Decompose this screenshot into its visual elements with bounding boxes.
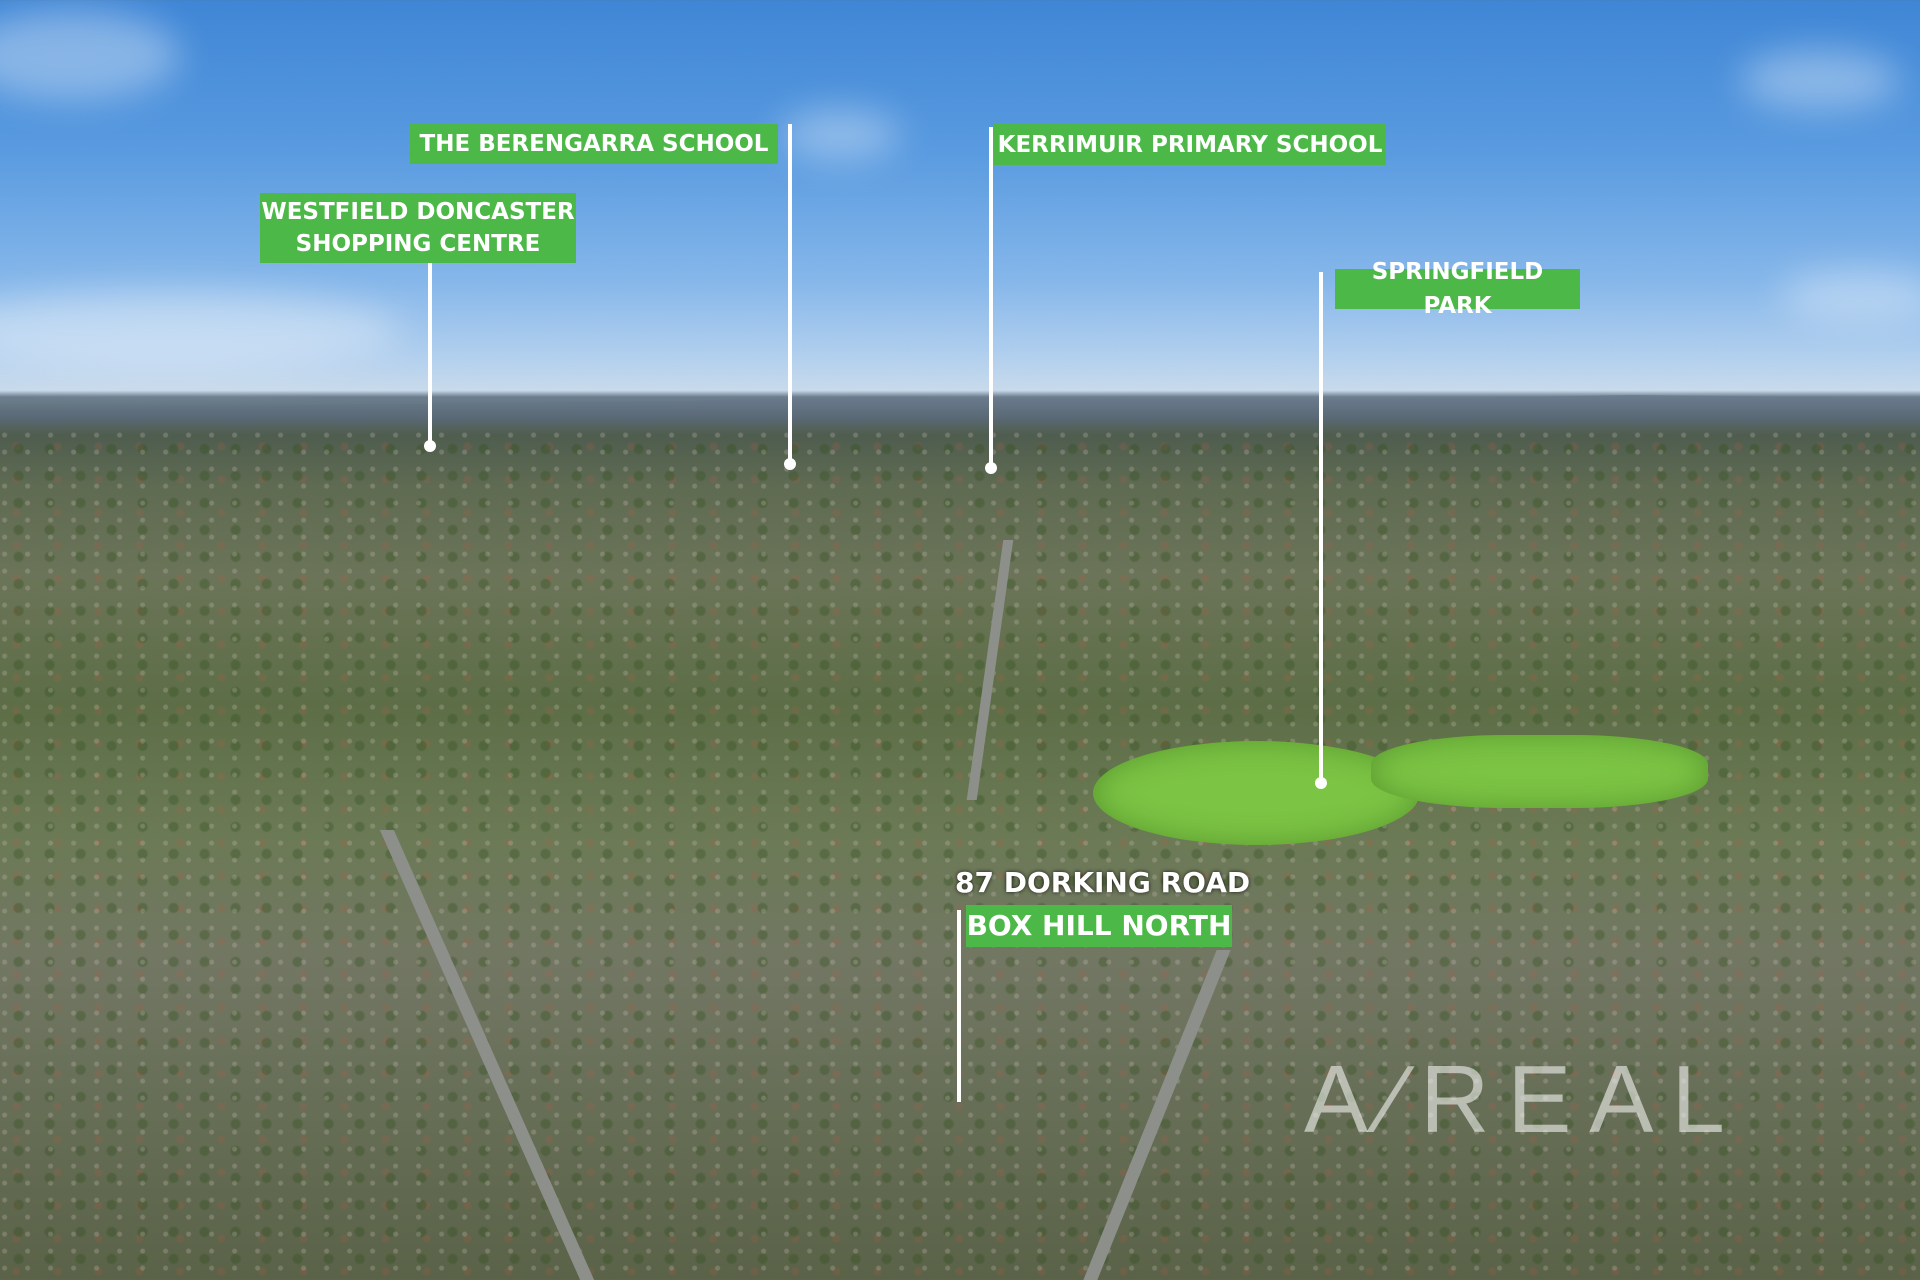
property-address: 87 DORKING ROAD [955,866,1251,899]
cloud [1780,270,1920,320]
suburb-texture [0,430,1920,1280]
label-springfield-park: SPRINGFIELD PARK [1335,259,1580,319]
distant-hills [0,395,1920,422]
label-line-2: SHOPPING CENTRE [295,231,541,257]
pointer-line [989,127,993,469]
label-line-1: WESTFIELD DONCASTER [261,199,575,225]
label-kerrimuir-primary: KERRIMUIR PRIMARY SCHOOL [994,124,1386,165]
pointer-line [1319,272,1323,784]
pointer-line [788,124,792,465]
pointer-line [957,910,961,1102]
cloud [0,290,400,370]
pointer-line [428,263,432,447]
label-berengarra-school: THE BERENGARRA SCHOOL [410,124,778,164]
property-suburb-label: BOX HILL NORTH [966,905,1232,947]
pointer-dot [985,462,997,474]
cloud [0,10,180,100]
cloud [780,110,900,160]
azreal-watermark-logo: A⁄REAL [1304,1046,1743,1153]
pointer-dot [1315,777,1327,789]
pointer-dot [784,458,796,470]
springfield-park-field [1371,735,1708,808]
pointer-dot [424,440,436,452]
cloud [1740,50,1900,110]
springfield-park-oval [1093,741,1420,845]
label-westfield-doncaster: WESTFIELD DONCASTER SHOPPING CENTRE [260,193,576,263]
